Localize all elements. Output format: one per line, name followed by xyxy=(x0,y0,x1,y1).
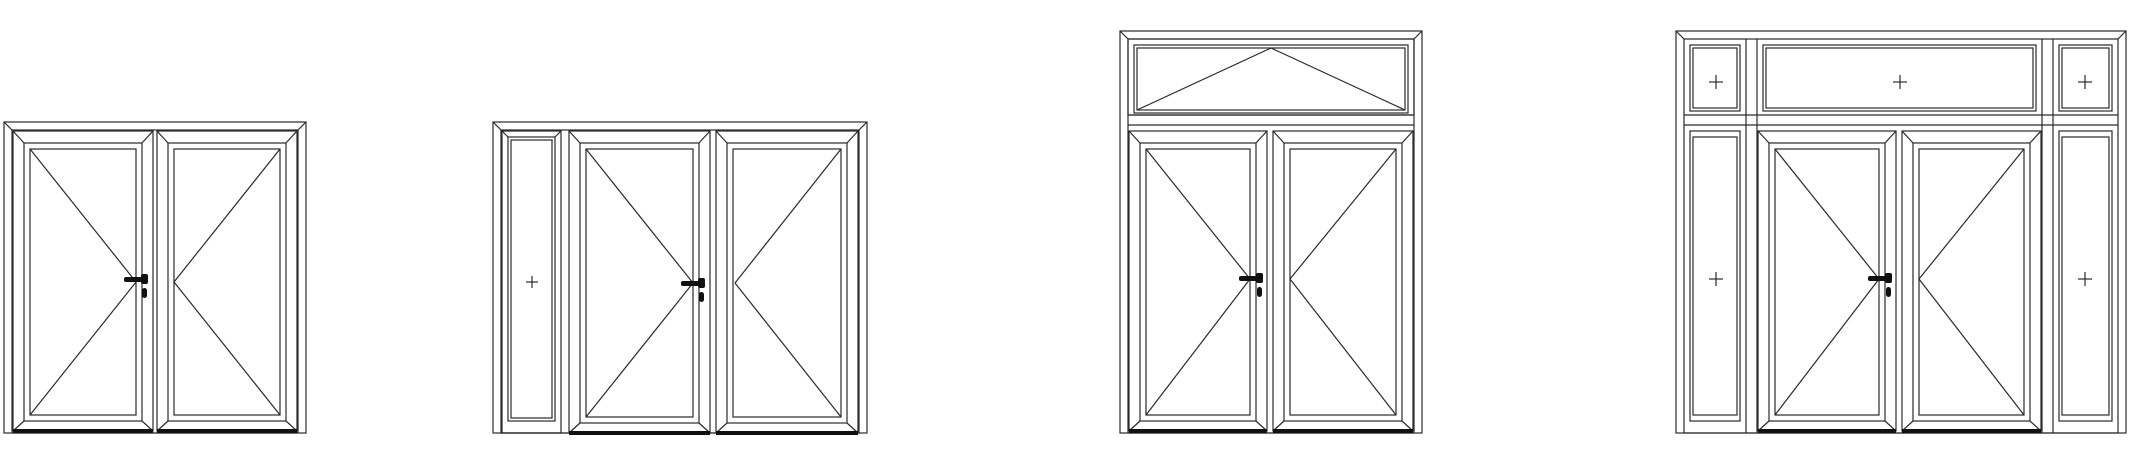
opening-indicator-line xyxy=(1270,47,1406,111)
sidelight-left xyxy=(1689,130,1741,422)
diagram-double-door xyxy=(3,121,307,434)
opening-indicator-line xyxy=(1289,278,1397,416)
transom-left xyxy=(1689,44,1741,112)
outer-frame xyxy=(492,121,868,434)
opening-indicator-line xyxy=(173,148,281,283)
transom-window xyxy=(1127,38,1415,126)
opening-indicator-line xyxy=(1774,278,1880,416)
opening-indicator-line xyxy=(585,282,694,418)
opening-indicator-line xyxy=(1289,148,1397,280)
opening-indicator-line xyxy=(29,148,137,283)
diagram-double-door-with-left-sidelight xyxy=(492,121,868,435)
door-handle-icon xyxy=(1868,273,1892,297)
threshold xyxy=(1758,429,2041,433)
transom-right xyxy=(2058,44,2113,112)
threshold xyxy=(569,431,858,435)
threshold xyxy=(13,429,297,433)
door-leaf-right xyxy=(1901,130,2042,432)
opening-indicator-line xyxy=(734,148,842,284)
opening-indicator-line xyxy=(1774,148,1880,280)
door-handle-icon xyxy=(1239,273,1263,297)
transom-center xyxy=(1762,44,2037,112)
threshold xyxy=(1129,429,1413,433)
opening-indicator-line xyxy=(1136,47,1272,111)
diagram-double-door-with-transom xyxy=(1119,30,1423,434)
door-handle-icon xyxy=(124,274,148,298)
door-leaf-right xyxy=(1272,130,1414,432)
opening-indicator-line xyxy=(734,282,842,418)
opening-indicator-line xyxy=(29,281,137,416)
door-leaf-right xyxy=(715,130,859,434)
diagram-double-door-with-sidelights-and-transoms xyxy=(1675,30,2127,434)
opening-indicator-line xyxy=(1918,148,2025,280)
opening-indicator-line xyxy=(1145,148,1251,280)
door-handle-icon xyxy=(681,278,705,302)
opening-indicator-line xyxy=(1145,278,1251,416)
outer-frame xyxy=(3,121,307,434)
opening-indicator-line xyxy=(1918,278,2025,416)
opening-indicator-line xyxy=(585,148,694,284)
outer-frame xyxy=(1119,30,1423,434)
opening-indicator-line xyxy=(173,281,281,416)
sidelight-right xyxy=(2058,130,2113,422)
door-leaf-right xyxy=(156,130,298,432)
outer-frame xyxy=(1675,30,2127,434)
sidelight-left xyxy=(501,130,562,434)
